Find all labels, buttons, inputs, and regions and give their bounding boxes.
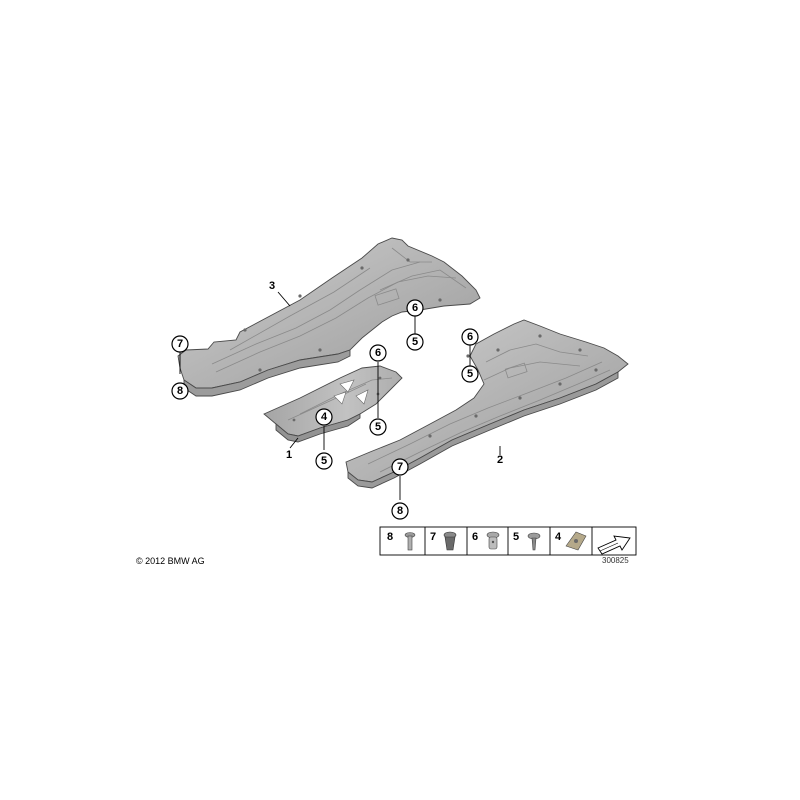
callout-8-right: 8 [391, 502, 409, 520]
svg-text:7: 7 [430, 531, 436, 543]
callout-7-left: 7 [171, 335, 189, 353]
callout-7-right: 7 [391, 458, 409, 476]
underbody-panel-2 [345, 319, 629, 489]
diagram-reference-number: 300825 [602, 556, 629, 565]
legend-item-8: 8 [387, 531, 416, 551]
svg-text:8: 8 [177, 385, 183, 397]
clip-nut-icon [565, 531, 587, 551]
callout-5-upper: 5 [406, 333, 424, 351]
legend-item-6: 6 [472, 531, 500, 550]
copyright-notice: © 2012 BMW AG [136, 556, 205, 566]
svg-text:5: 5 [467, 368, 473, 380]
callout-6-center: 6 [369, 344, 387, 362]
direction-arrow-icon [597, 535, 631, 555]
svg-text:6: 6 [412, 302, 418, 314]
svg-text:6: 6 [472, 531, 478, 543]
svg-text:7: 7 [397, 461, 403, 473]
legend-item-7: 7 [430, 531, 457, 551]
underbody-panel-1 [263, 365, 403, 443]
svg-text:5: 5 [321, 455, 327, 467]
washer-screw-icon [527, 532, 541, 551]
callout-6-upper: 6 [406, 299, 424, 317]
rivet-icon [443, 531, 457, 551]
leader-lines [179, 291, 501, 500]
legend-item-4: 4 [555, 531, 587, 551]
callout-5-lower: 5 [315, 452, 333, 470]
fastener-legend: 8 7 6 5 [379, 526, 637, 556]
svg-text:5: 5 [375, 421, 381, 433]
svg-text:6: 6 [467, 331, 473, 343]
callout-5-center: 5 [369, 418, 387, 436]
part-label-2: 2 [497, 454, 503, 466]
callout-5-right: 5 [461, 365, 479, 383]
part-label-3: 3 [269, 280, 275, 292]
underbody-panel-3 [177, 237, 481, 397]
svg-text:8: 8 [397, 505, 403, 517]
callout-4: 4 [315, 408, 333, 426]
callout-6-right: 6 [461, 328, 479, 346]
legend-item-5: 5 [513, 531, 541, 551]
part-label-1: 1 [286, 449, 292, 461]
svg-text:6: 6 [375, 347, 381, 359]
svg-text:5: 5 [513, 531, 519, 543]
svg-text:4: 4 [321, 411, 328, 423]
svg-text:4: 4 [555, 531, 562, 543]
expanding-nut-icon [486, 531, 500, 550]
callout-8-left: 8 [171, 382, 189, 400]
svg-text:7: 7 [177, 338, 183, 350]
svg-text:8: 8 [387, 531, 393, 543]
screw-icon [404, 532, 416, 551]
svg-text:5: 5 [412, 336, 418, 348]
